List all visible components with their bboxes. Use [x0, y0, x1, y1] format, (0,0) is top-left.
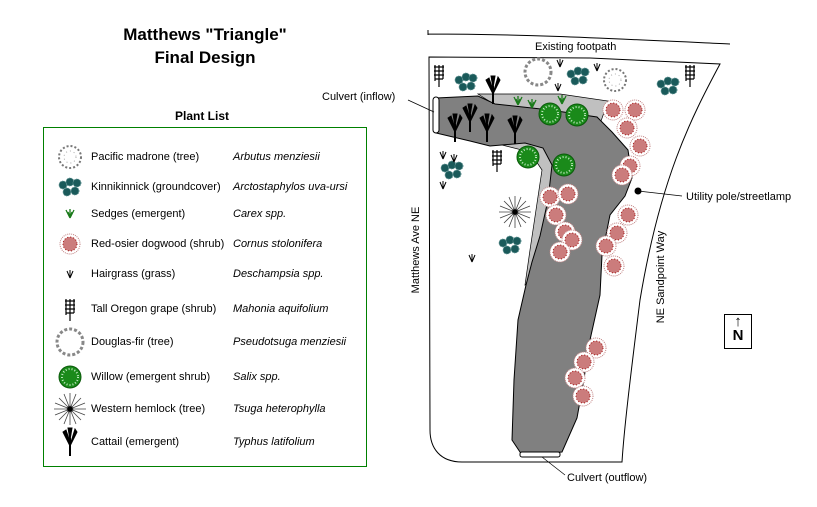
culvert-inflow-pipe: [432, 96, 440, 134]
scientific-name: Typhus latifolium: [233, 436, 315, 448]
plant-list-item: Pacific madrone (tree) Arbutus menziesii: [44, 145, 366, 169]
plant-list-item: Willow (emergent shrub) Salix spp.: [44, 365, 366, 389]
dogwood-icon: [624, 99, 646, 121]
plant-list-item: Sedges (emergent) Carex spp.: [44, 207, 366, 221]
plant-list-item: Hairgrass (grass) Deschampsia spp.: [44, 267, 366, 281]
utility-pole-dot: [634, 187, 642, 195]
leader-culvert-out: [541, 456, 566, 476]
common-name: Kinnikinnick (groundcover): [91, 181, 221, 193]
plant-list-item: Tall Oregon grape (shrub) Mahonia aquifol…: [44, 298, 366, 322]
dogwood-icon: [602, 99, 624, 121]
plant-list-item: Douglas-fir (tree) Pseudotsuga menziesii: [44, 327, 366, 357]
madrone-icon: [603, 68, 627, 92]
common-name: Pacific madrone (tree): [91, 151, 200, 163]
label-matthews-ave: Matthews Ave NE: [410, 206, 422, 294]
scientific-name: Arctostaphylos uva-ursi: [233, 181, 348, 193]
north-arrow: ↑ N: [724, 314, 752, 349]
label-footpath: Existing footpath: [535, 41, 617, 53]
common-name: Douglas-fir (tree): [91, 336, 174, 348]
scientific-name: Tsuga heterophylla: [233, 403, 326, 415]
willow-icon: [552, 153, 576, 177]
common-name: Red-osier dogwood (shrub): [91, 238, 225, 250]
common-name: Cattail (emergent): [91, 436, 180, 448]
dogwood-icon: [564, 367, 586, 389]
plant-list-item: Cattail (emergent) Typhus latifolium: [44, 427, 366, 457]
common-name: Tall Oregon grape (shrub): [91, 303, 217, 315]
willow-icon: [538, 102, 562, 126]
leader-culvert-in: [407, 99, 435, 113]
plant-list-item: Red-osier dogwood (shrub) Cornus stolonif…: [44, 233, 366, 255]
label-sandpoint-way: NE Sandpoint Way: [655, 230, 667, 324]
scientific-name: Pseudotsuga menziesii: [233, 336, 347, 348]
scientific-name: Deschampsia spp.: [233, 268, 324, 280]
willow-icon: [516, 145, 540, 169]
plant-list-item: Western hemlock (tree) Tsuga heterophylla: [44, 392, 366, 426]
label-utility-pole: Utility pole/streetlamp: [686, 191, 792, 203]
scientific-name: Carex spp.: [233, 208, 287, 220]
scientific-name: Mahonia aquifolium: [233, 303, 329, 315]
common-name: Sedges (emergent): [91, 208, 186, 220]
label-culvert-outflow: Culvert (outflow): [567, 472, 648, 484]
scientific-name: Arbutus menziesii: [233, 151, 320, 163]
dogwood-icon: [539, 186, 561, 208]
dogwood-icon: [611, 164, 633, 186]
dogwood-icon: [603, 255, 625, 277]
label-culvert-inflow: Culvert (inflow): [322, 91, 396, 103]
common-name: Hairgrass (grass): [91, 268, 176, 280]
north-arrow-icon: ↑: [734, 313, 742, 330]
common-name: Willow (emergent shrub): [91, 371, 211, 383]
dogwood-icon: [617, 204, 639, 226]
north-label: N: [732, 327, 744, 344]
scientific-name: Salix spp.: [233, 371, 281, 383]
dogwood-icon: [549, 241, 571, 263]
title-line2: Final Design: [154, 48, 256, 67]
plant-list-item: Kinnikinnick (groundcover) Arctostaphylos…: [44, 177, 366, 197]
common-name: Western hemlock (tree): [91, 403, 206, 415]
dogwood-icon: [572, 385, 594, 407]
title-line1: Matthews "Triangle": [123, 25, 287, 44]
scientific-name: Cornus stolonifera: [233, 238, 323, 250]
leader-utility: [637, 190, 683, 197]
dogwood-icon: [557, 183, 579, 205]
willow-icon: [565, 103, 589, 127]
fir-icon: [523, 57, 553, 87]
footpath-line: [427, 30, 731, 45]
plant-list-title: Plant List: [174, 109, 229, 123]
dogwood-icon: [595, 235, 617, 257]
dogwood-icon: [629, 135, 651, 157]
culvert-outflow-pipe: [519, 451, 561, 458]
dogwood-icon: [616, 117, 638, 139]
